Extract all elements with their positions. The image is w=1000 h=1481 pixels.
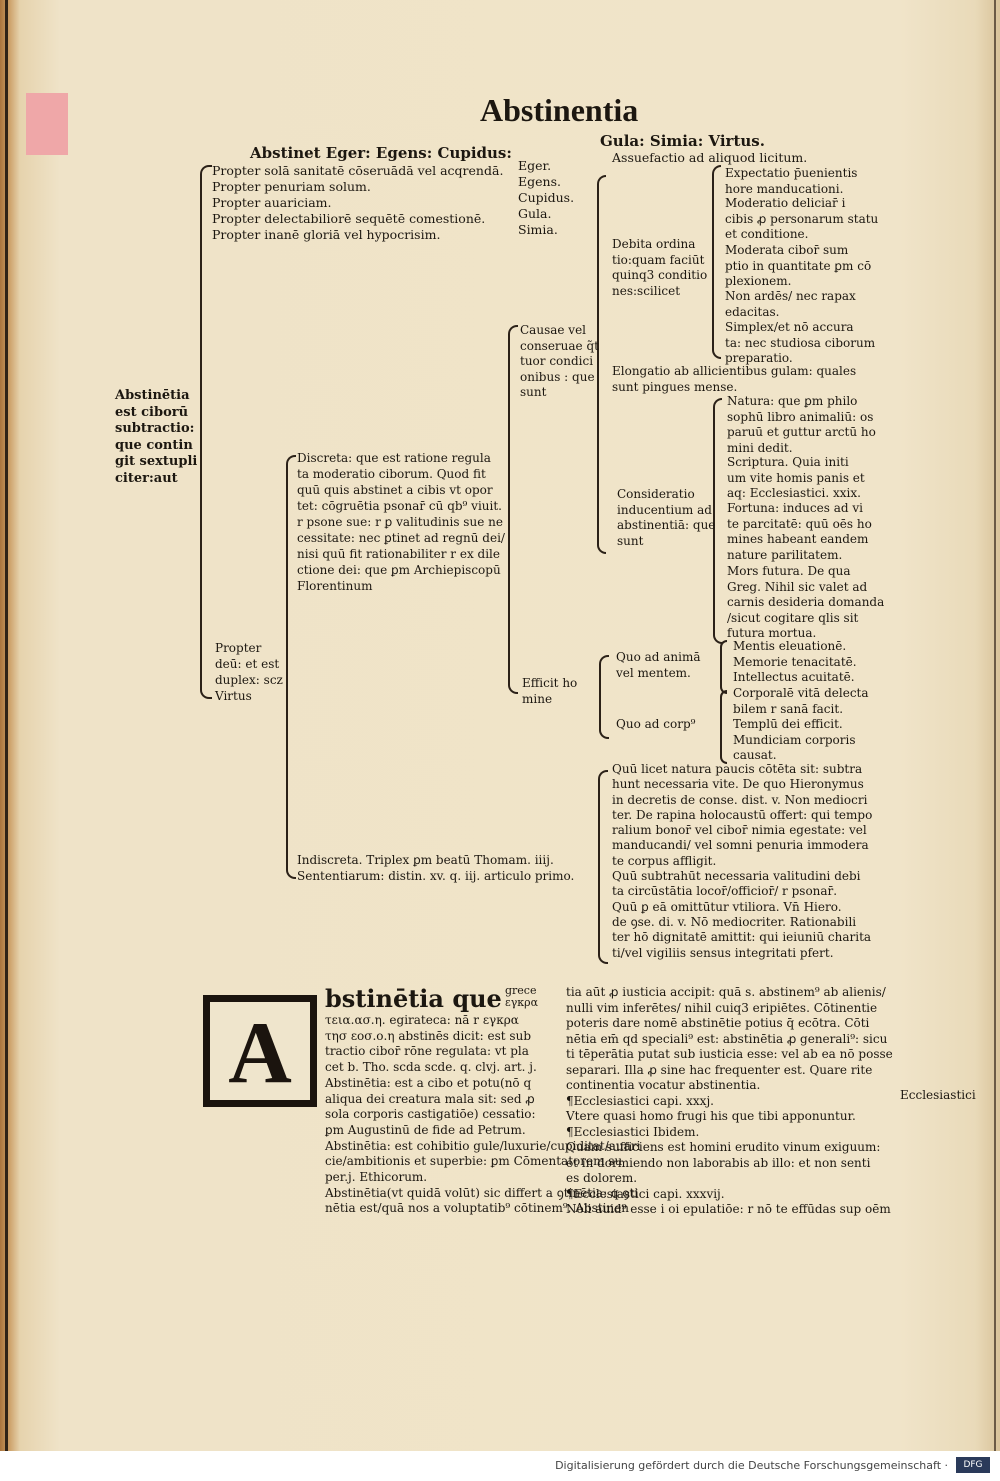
footer: Digitalisierung gefördert durch die Deut…: [0, 1451, 1000, 1481]
text-lead: bstinētia que: [325, 984, 502, 1013]
margin-note: Ecclesiastici: [900, 1088, 976, 1102]
bracket-corpus: [720, 690, 727, 764]
condition-item: Moderatio deliciar̄ i cibis ꝓ personarum…: [725, 196, 879, 241]
bracket-virtus: [286, 455, 296, 879]
list-b-item: Cupidus.: [518, 190, 575, 205]
list-b-item: Simia.: [518, 222, 558, 237]
condition-item: Simplex/et nō accura ta: nec studiosa ci…: [725, 320, 876, 365]
bracket-main: [200, 165, 212, 699]
bracket-anima: [720, 640, 727, 694]
list-b-item: Gula.: [518, 206, 552, 221]
discreta: Discreta: que est ratione regula ta mode…: [297, 451, 505, 593]
quo-ad-corpus: Quo ad corp⁹: [616, 717, 696, 731]
bracket-consideratio: [713, 398, 722, 644]
decorated-initial: A: [203, 995, 317, 1107]
consideratio-item: Scriptura. Quia initi um vite homis pani…: [727, 455, 865, 500]
bracket-causae: [597, 175, 606, 554]
propter-item: Propter auariciam.: [212, 195, 332, 210]
propter-item: Propter inanē gloriā vel hypocrisim.: [212, 227, 441, 242]
indiscreta: Indiscreta. Triplex ꝑm beatū Thomam. iii…: [297, 853, 575, 883]
causae: Causae vel conseruae q̃t tuor condici on…: [520, 323, 599, 399]
dfg-logo: DFG: [956, 1457, 990, 1473]
consideratio-item: Fortuna: induces ad vi te parcitatē: quū…: [727, 501, 872, 562]
consideratio-item: Mors futura. De qua Greg. Nihil sic vale…: [727, 564, 885, 640]
propter-item: Propter delectabiliorē sequētē comestion…: [212, 211, 486, 226]
propter-item: Propter solā sanitatē cōseruādā vel acqr…: [212, 163, 504, 178]
main-text: τεια.ασ.η. egirateca: nā r εγκρα τησ εοσ…: [325, 1013, 641, 1216]
page-title: Abstinentia: [480, 92, 639, 128]
right-page-edge: [994, 0, 996, 1481]
head-terms: Abstinet Eger: Egens: Cupidus:: [250, 144, 512, 162]
debita-ordinatio: Debita ordina tio:quam faciūt quinq3 con…: [612, 237, 708, 298]
propter-deum: Propter deū: et est duplex: scz Virtus: [215, 641, 283, 703]
bracket-debita: [712, 165, 721, 359]
consideratio-item: Natura: que ꝑm philo sophū libro animali…: [727, 394, 876, 455]
definition-root: Abstinētia est ciborū subtractio: que co…: [115, 388, 198, 486]
assuefactio: Assuefactio ad aliquod licitum.: [612, 150, 808, 165]
list-b-item: Egens.: [518, 174, 561, 189]
head-terms-2: Gula: Simia: Virtus.: [600, 132, 765, 150]
elongatio: Elongatio ab allicientibus gulam: quales…: [612, 364, 857, 394]
efficit-hominem: Efficit ho mine: [522, 676, 578, 706]
condition-item: Non ardēs/ nec rapax edacitas.: [725, 289, 856, 319]
condition-item: Expectatio p̄uenientis hore manducationi…: [725, 166, 858, 196]
anima-items: Mentis eleuationē. Memorie tenacitatē. I…: [733, 639, 857, 684]
bracket-efficit: [599, 655, 609, 739]
corpus-items: Corporalē vitā delecta bilem r sanā faci…: [733, 686, 869, 762]
consideratio: Consideratio inducentium ad abstinentiā:…: [617, 487, 716, 548]
pink-tab-marker: [26, 93, 68, 155]
grece-label: grece εγκρα: [505, 984, 539, 1009]
list-b-item: Eger.: [518, 158, 552, 173]
right-column-text: tia aūt ꝓ iusticia accipit: quā s. absti…: [566, 985, 893, 1216]
condition-item: Moderata cibor̄ sum ptio in quantitate ꝑ…: [725, 243, 872, 288]
bracket-discreta: [508, 325, 518, 694]
bracket-indiscreta: [598, 770, 608, 964]
propter-item: Propter penuriam solum.: [212, 179, 371, 194]
initial-letter: A: [228, 1005, 292, 1102]
quo-ad-animam: Quo ad animā vel mentem.: [616, 650, 701, 680]
left-page-edge: [5, 0, 8, 1481]
footer-text: Digitalisierung gefördert durch die Deut…: [555, 1459, 948, 1472]
indiscreta-items: Quū licet natura paucis cōtēta sit: subt…: [612, 762, 873, 960]
